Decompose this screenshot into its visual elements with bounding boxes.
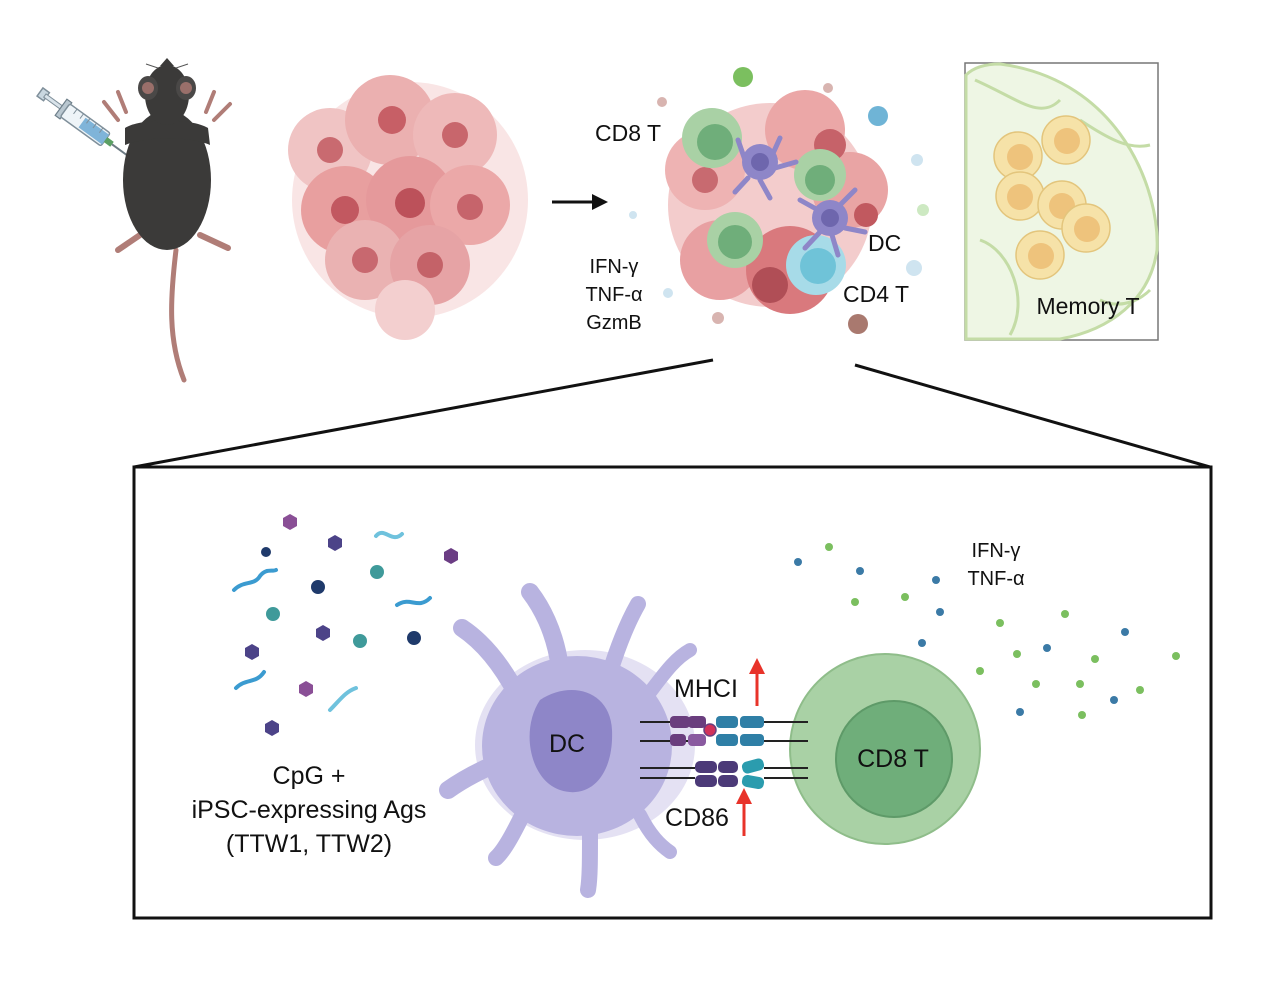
zoom-cytokine-2: TNF-α: [967, 568, 1024, 590]
up-arrow-icon: [736, 788, 752, 836]
cytokine-particles: [629, 67, 929, 334]
memory-t-label: Memory T: [1036, 293, 1139, 319]
mhci-label: MHCI: [674, 675, 738, 703]
antigen-particles: [232, 514, 458, 736]
tumor-cluster-icon: [288, 75, 528, 340]
antigen-caption-line-1: CpG +: [273, 762, 346, 790]
t-cell-icon: [789, 653, 981, 845]
dendritic-cell-icon: [439, 583, 697, 898]
cd86-cd28-complex: [640, 758, 808, 790]
mouse-icon: [102, 58, 232, 383]
top-cytokine-2: TNF-α: [585, 284, 642, 306]
top-cd8-label: CD8 T: [595, 120, 661, 146]
top-cd4-label: CD4 T: [843, 281, 909, 307]
cd8-t-cell-icon: [682, 108, 846, 268]
top-cytokine-1: IFN-γ: [590, 256, 639, 278]
cd4-t-cell-icon: [786, 235, 846, 295]
up-arrow-icon: [749, 658, 765, 706]
dendritic-cell-small-icon: [732, 135, 868, 258]
cytokine-dots: [794, 543, 1180, 719]
zoom-callout-lines: [133, 358, 1211, 469]
arrow-right-icon: [552, 194, 608, 210]
top-dc-label: DC: [868, 230, 901, 256]
antigen-caption-line-3: (TTW1, TTW2): [226, 830, 392, 858]
cd86-label: CD86: [665, 804, 729, 832]
lymph-node-icon: [964, 62, 1159, 341]
zoom-dc-label: DC: [549, 730, 585, 758]
mhc-tcr-complex: [640, 716, 808, 746]
top-cytokine-3: GzmB: [586, 312, 642, 334]
zoom-cd8-label: CD8 T: [857, 745, 929, 773]
zoom-cytokine-1: IFN-γ: [972, 540, 1021, 562]
antigen-caption-line-2: iPSC-expressing Ags: [192, 796, 427, 824]
syringe-icon: [36, 86, 132, 159]
